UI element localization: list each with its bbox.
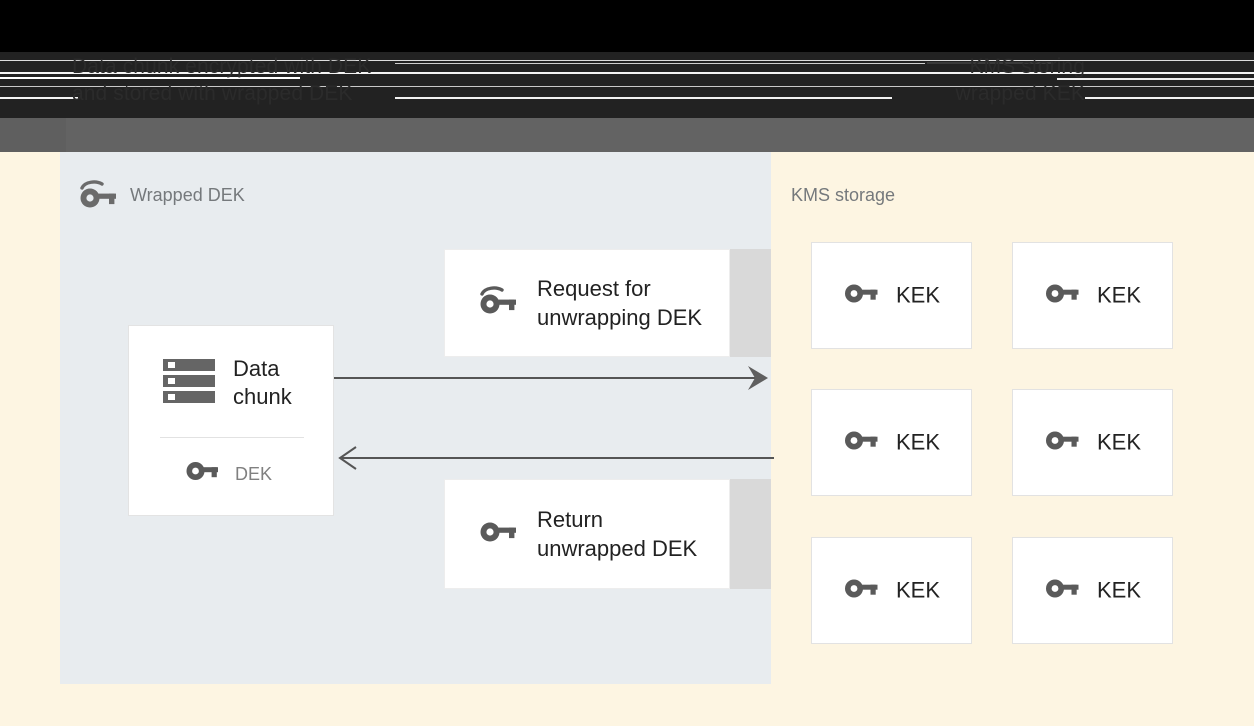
return-card-shadow bbox=[730, 479, 771, 589]
kek-tile-label: KEK bbox=[1096, 429, 1142, 455]
wrapped-key-icon bbox=[478, 284, 518, 323]
banner-rule bbox=[0, 97, 78, 99]
kek-tile-label: KEK bbox=[1096, 577, 1142, 603]
banner-heading-left-line1: Data chunk encrypted with DEK bbox=[72, 55, 372, 78]
banner-rule bbox=[0, 86, 1254, 87]
arrow-request bbox=[334, 366, 768, 390]
kek-tile-content: KEK bbox=[812, 427, 971, 458]
key-icon bbox=[843, 575, 879, 606]
kek-tile[interactable]: KEK bbox=[811, 389, 972, 496]
storage-icon bbox=[161, 357, 217, 410]
return-card[interactable]: Return unwrapped DEK bbox=[444, 479, 730, 589]
key-icon bbox=[186, 460, 219, 487]
data-chunk-header: Data chunk bbox=[161, 355, 292, 411]
banner-heading-left-line2: and stored with wrapped DEK bbox=[72, 82, 353, 105]
subbar bbox=[66, 118, 1254, 152]
wrapped-dek-label: Wrapped DEK bbox=[130, 185, 245, 205]
banner-rule bbox=[395, 63, 925, 64]
banner-rule bbox=[927, 62, 1053, 64]
key-icon bbox=[843, 427, 879, 458]
banner-heading-right: KMS storing wrapped KEK bbox=[905, 53, 1085, 107]
kek-tile[interactable]: KEK bbox=[1012, 389, 1173, 496]
return-card-label: Return unwrapped DEK bbox=[537, 507, 698, 561]
kek-tile-label: KEK bbox=[895, 577, 941, 603]
kek-tile-content: KEK bbox=[812, 575, 971, 606]
kek-tile[interactable]: KEK bbox=[811, 537, 972, 644]
banner-heading-right-line1: KMS storing bbox=[969, 55, 1085, 78]
arrow-return bbox=[338, 446, 774, 470]
kms-storage-label: KMS storage bbox=[791, 185, 896, 205]
key-icon bbox=[1044, 280, 1080, 311]
kek-tile-label: KEK bbox=[895, 429, 941, 455]
return-card-content: Return unwrapped DEK bbox=[478, 505, 697, 563]
key-icon bbox=[478, 518, 518, 551]
top-banner: Data chunk encrypted with DEK and stored … bbox=[0, 0, 1254, 118]
banner-rule bbox=[395, 97, 892, 99]
wrapped-key-icon bbox=[78, 179, 118, 216]
request-card-content: Request for unwrapping DEK bbox=[478, 274, 702, 332]
dek-label: DEK bbox=[235, 463, 273, 484]
key-icon bbox=[1044, 575, 1080, 606]
data-chunk-card[interactable]: Data chunk DEK bbox=[128, 325, 334, 516]
subbar-left-segment bbox=[0, 118, 66, 152]
banner-rule bbox=[0, 60, 1254, 61]
kek-tile[interactable]: KEK bbox=[1012, 242, 1173, 349]
kek-tile-content: KEK bbox=[1013, 575, 1172, 606]
banner-rule bbox=[0, 77, 300, 79]
dek-row: DEK bbox=[186, 460, 272, 487]
kek-tile[interactable]: KEK bbox=[1012, 537, 1173, 644]
request-card-shadow bbox=[730, 249, 771, 357]
banner-rule bbox=[1085, 97, 1254, 99]
data-chunk-title: Data chunk bbox=[233, 356, 292, 409]
kek-tile-content: KEK bbox=[1013, 427, 1172, 458]
kek-tile-label: KEK bbox=[1096, 282, 1142, 308]
card-divider bbox=[160, 437, 304, 438]
kek-tile-label: KEK bbox=[895, 282, 941, 308]
banner-heading-right-line2: wrapped KEK bbox=[955, 82, 1085, 105]
banner-heading-left: Data chunk encrypted with DEK and stored … bbox=[72, 53, 371, 107]
kek-tile-content: KEK bbox=[1013, 280, 1172, 311]
key-icon bbox=[843, 280, 879, 311]
banner-rule bbox=[0, 72, 1254, 74]
request-card-label: Request for unwrapping DEK bbox=[537, 276, 703, 330]
key-icon bbox=[1044, 427, 1080, 458]
banner-rule bbox=[1057, 78, 1254, 80]
kek-tile[interactable]: KEK bbox=[811, 242, 972, 349]
kek-tile-content: KEK bbox=[812, 280, 971, 311]
request-card[interactable]: Request for unwrapping DEK bbox=[444, 249, 730, 357]
